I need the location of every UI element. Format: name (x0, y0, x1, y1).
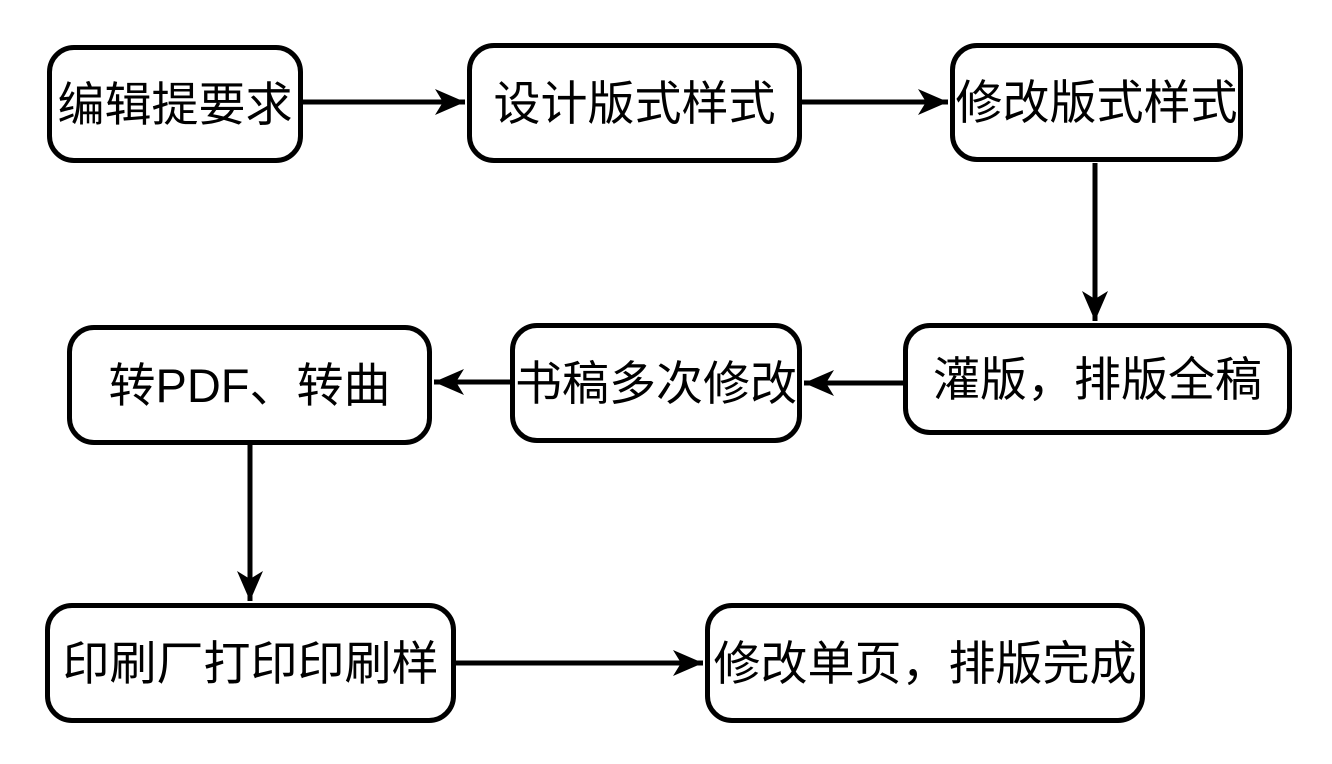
node-convert-pdf-outline: 转PDF、转曲 (67, 325, 432, 445)
node-fill-typeset-full: 灌版，排版全稿 (903, 323, 1292, 435)
node-design-layout-style: 设计版式样式 (467, 43, 802, 163)
node-final-pages-done: 修改单页，排版完成 (705, 603, 1145, 723)
node-edit-requirements: 编辑提要求 (47, 45, 303, 163)
node-print-proof: 印刷厂打印印刷样 (45, 603, 456, 723)
node-revise-layout-style: 修改版式样式 (950, 43, 1243, 162)
node-manuscript-revisions: 书稿多次修改 (510, 323, 802, 443)
